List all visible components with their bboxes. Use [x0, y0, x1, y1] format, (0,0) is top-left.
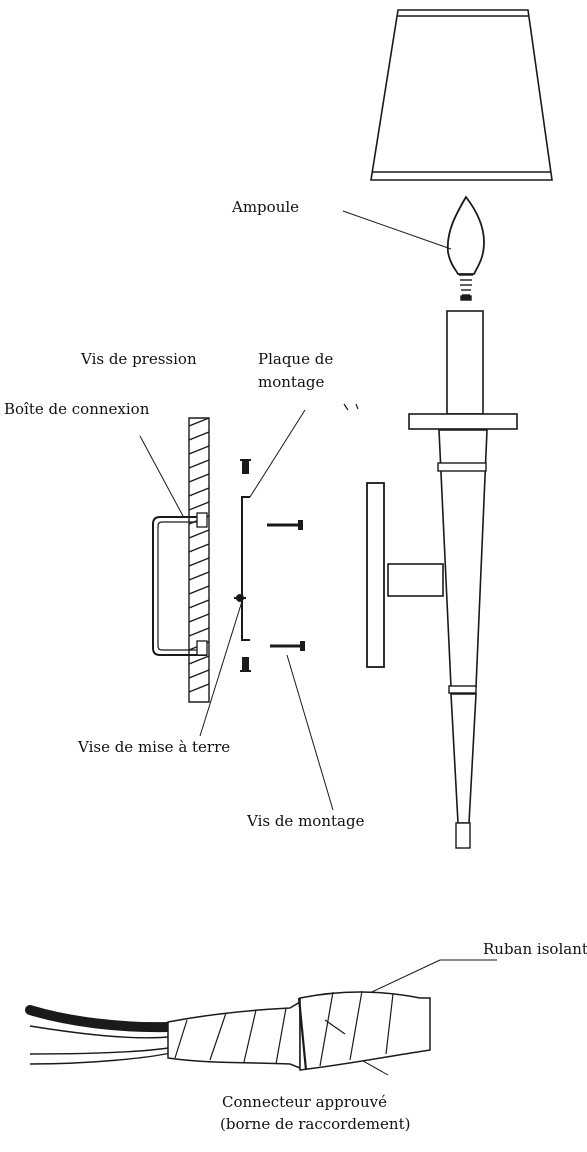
label-set-screw: Vis de pression	[81, 350, 197, 368]
ground-screw-leader-line	[199, 597, 244, 737]
label-connector-line1: Connecteur approuvé	[222, 1093, 387, 1111]
label-junction-box: Boîte de connexion	[4, 400, 150, 418]
set-screw-top	[240, 459, 251, 474]
label-connector-line2: (borne de raccordement)	[220, 1115, 411, 1133]
lamp-shade	[370, 9, 553, 181]
mounting-screws-leader-line	[286, 654, 334, 811]
wall-section	[188, 417, 210, 703]
set-screw-bottom	[240, 657, 251, 672]
candle-bulb	[446, 195, 485, 301]
wire-splice	[25, 990, 431, 1071]
junction-box-leader-line	[139, 435, 184, 517]
mounting-plate	[234, 496, 250, 641]
label-insulating-tape: Ruban isolant	[483, 940, 587, 958]
label-mounting-screws: Vis de montage	[247, 812, 365, 830]
label-bulb: Ampoule	[232, 198, 300, 216]
label-mounting-plate-line2: montage	[258, 373, 325, 391]
junction-box	[152, 512, 208, 656]
mounting-screw-bottom	[270, 641, 305, 651]
sconce-torch	[366, 310, 518, 849]
mounting-screw-top	[267, 520, 303, 530]
label-mounting-plate-line1: Plaque de	[258, 350, 334, 368]
label-ground-screw: Vise de mise à terre	[78, 738, 231, 756]
bulb-leader-line	[342, 210, 452, 250]
mounting-plate-leader-line	[249, 409, 306, 498]
